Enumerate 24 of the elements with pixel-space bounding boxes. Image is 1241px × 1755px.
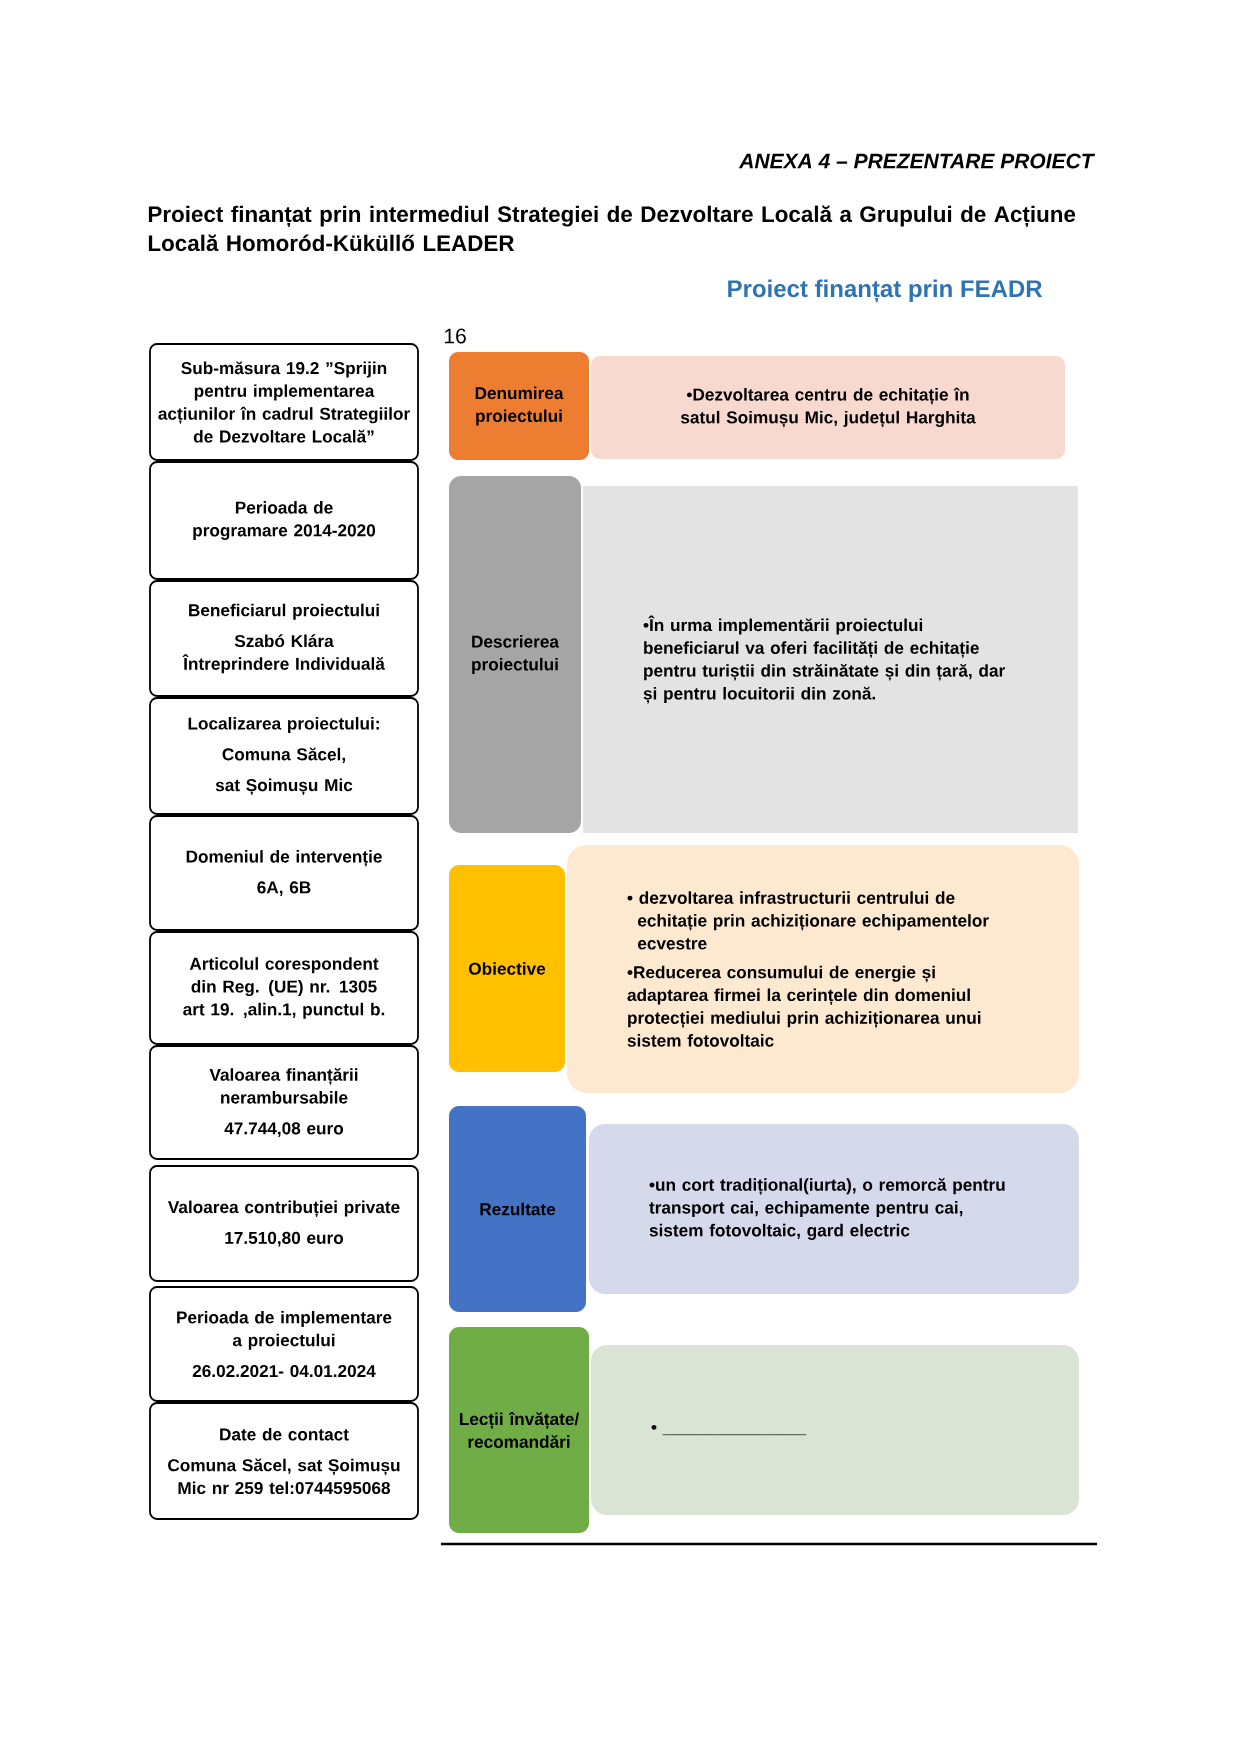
content-box: • _______________: [591, 1345, 1079, 1515]
content-box: •Dezvoltarea centru de echitație în satul Soimușu Mic, județul Harghita: [591, 356, 1065, 459]
info-box: Perioada de implementare a proiectului 26.02.2021- 04.01.2024: [149, 1286, 419, 1402]
content-box: •un cort tradițional(iurta), o remorcă pentru transport cai, echipamente pentru cai, sistem fotovoltaic, gard electric: [589, 1124, 1079, 1294]
section-label-box: Obiective: [449, 865, 565, 1072]
info-box: Valoarea finanțării nerambursabile 47.744,08 euro: [149, 1045, 419, 1160]
subheading: Proiect finanțat prin FEADR: [728, 279, 1043, 303]
content-box: • dezvoltarea infrastructurii centrului de echitație prin achiziționare echipamentelor ecvestre •Reducerea consumului de energie și adaptarea firmei la cerințele din domeniul protecției mediului prin achiziționarea unui sistem fotovoltaic: [567, 845, 1079, 1093]
info-box: Sub-măsura 19.2 ”Sprijin pentru implementarea acțiunilor în cadrul Strategiilor de Dezvoltare Locală”: [149, 343, 419, 461]
info-box: Date de contact Comuna Săcel, sat Șoimușu Mic nr 259 tel:0744595068: [149, 1402, 419, 1520]
info-box: Perioada de programare 2014-2020: [149, 461, 419, 580]
content-box: •În urma implementării proiectului beneficiarul va oferi facilități de echitație pentru turiștii din străinătate și din țară, dar și pentru locuitorii din zonă.: [583, 486, 1078, 833]
info-box: Valoarea contribuției private 17.510,80 euro: [149, 1165, 419, 1282]
section-label-box: Denumirea proiectului: [449, 352, 589, 460]
info-box: Localizarea proiectului: Comuna Săcel, sat Șoimușu Mic: [149, 697, 419, 815]
annex-heading: ANEXA 4 – PREZENTARE PROIECT: [738, 153, 1096, 169]
heading: Proiect finanțat prin intermediul Strategiei de Dezvoltare Locală a Grupului de Acțiune Locală Homoród-Küküllő LEADER: [148, 205, 1076, 252]
section-label-box: Descrierea proiectului: [449, 476, 581, 833]
section-label-box: Rezultate: [449, 1106, 586, 1312]
info-box: Beneficiarul proiectului Szabó Klára Întreprindere Individuală: [149, 580, 419, 697]
section-label-box: Lecții învățate/ recomandări: [449, 1327, 589, 1533]
info-box: Articolul corespondent din Reg. (UE) nr. 1305 art 19. ,alin.1, punctul b.: [149, 931, 419, 1045]
page-number: 16: [445, 328, 466, 344]
info-box: Domeniul de intervenție 6A, 6B: [149, 815, 419, 931]
